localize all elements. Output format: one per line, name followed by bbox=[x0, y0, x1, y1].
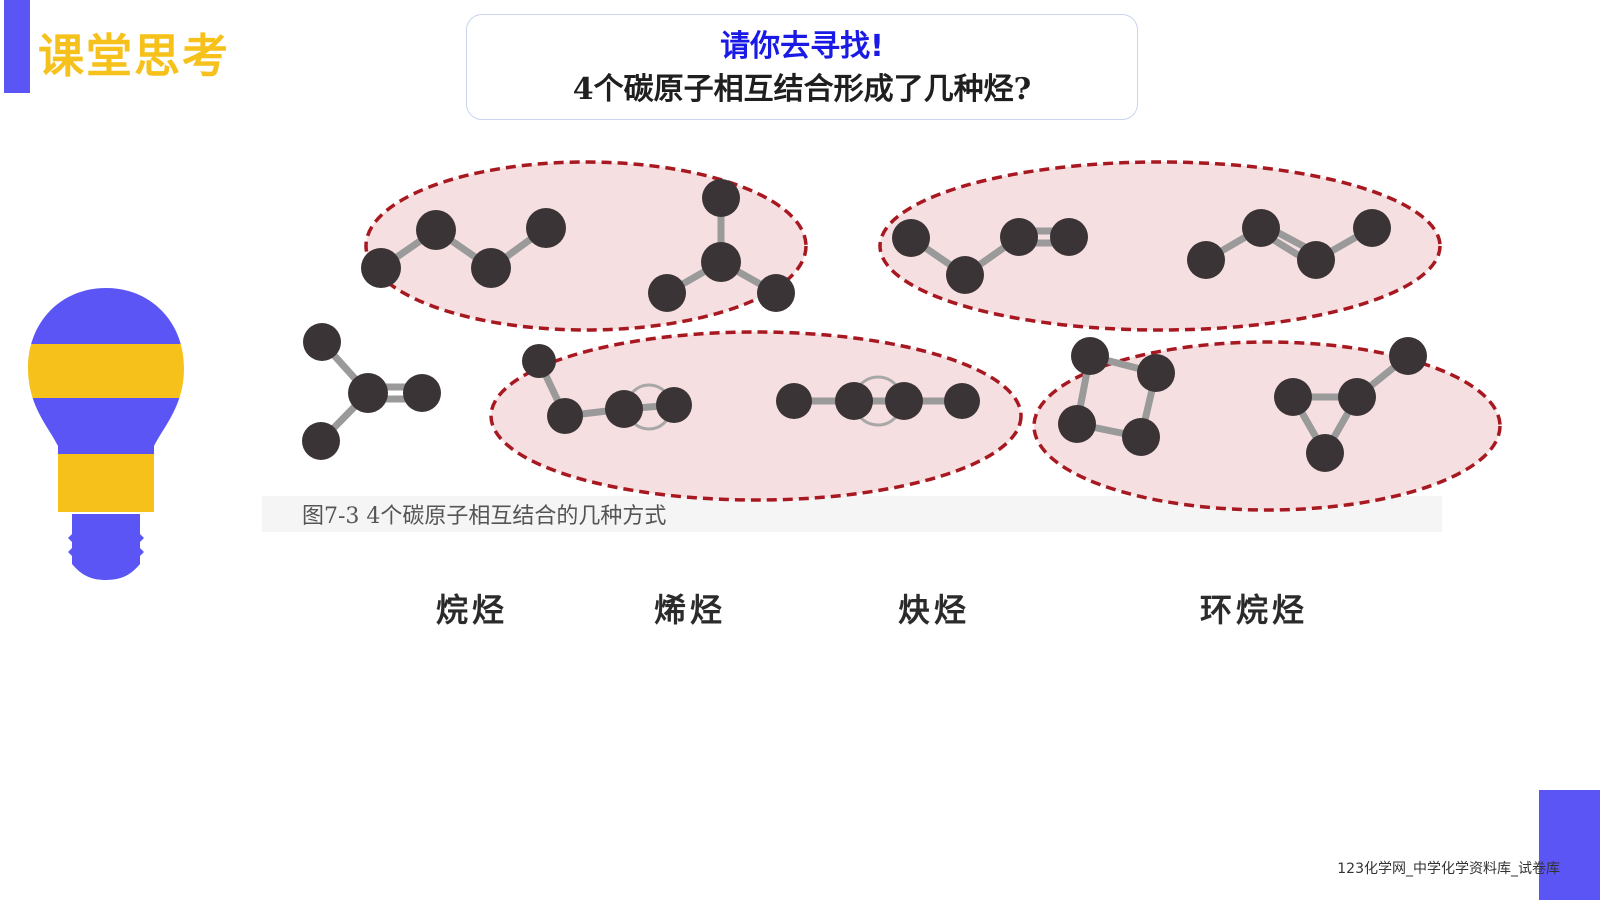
category-label-alkene: 烯烃 bbox=[654, 591, 727, 629]
accent-bar bbox=[4, 0, 30, 93]
group-ellipse-alkene bbox=[878, 160, 1442, 332]
prompt-question: 4个碳原子相互结合形成了几种烃? bbox=[572, 72, 1032, 107]
footer-watermark: 123化学网_中学化学资料库_试卷库 bbox=[1337, 861, 1560, 877]
section-title: 课堂思考 bbox=[38, 29, 230, 83]
group-ellipse-alkane bbox=[364, 160, 808, 332]
footer-accent-bar bbox=[1539, 790, 1600, 900]
prompt-box: 请你去寻找! 4个碳原子相互结合形成了几种烃? bbox=[466, 14, 1138, 120]
category-label-cycloalkane: 环烷烃 bbox=[1200, 591, 1309, 629]
prompt-heading: 请你去寻找! bbox=[720, 29, 884, 64]
category-label-alkyne: 炔烃 bbox=[898, 591, 971, 629]
figure-caption: 图7-3 4个碳原子相互结合的几种方式 bbox=[302, 504, 667, 529]
group-ellipse-alkyne bbox=[489, 330, 1023, 502]
lightbulb-icon bbox=[28, 288, 184, 580]
category-label-alkane: 烷烃 bbox=[436, 591, 509, 629]
